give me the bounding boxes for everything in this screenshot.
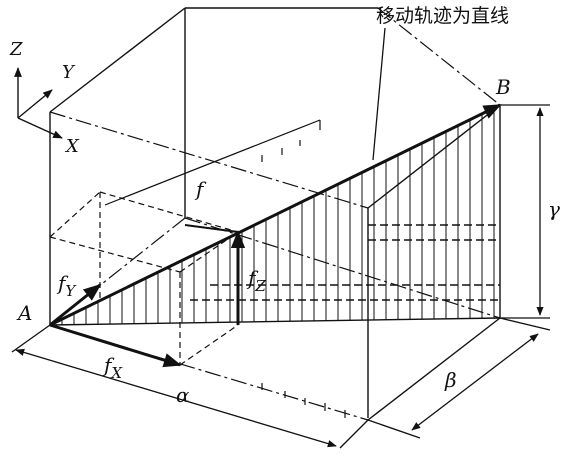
beta-dimension [367, 317, 551, 439]
caption-leader [372, 27, 386, 161]
upper-ruler [104, 119, 321, 206]
fz-label: fZ [246, 266, 266, 295]
y-axis-label: Y [62, 62, 76, 83]
z-axis-label: Z [9, 39, 23, 60]
point-b-label: B [495, 75, 511, 99]
fx-vector-arrow [49, 323, 182, 368]
x-axis-label: X [64, 136, 80, 157]
trajectory [49, 103, 502, 368]
point-a-label: A [16, 301, 32, 325]
fy-vector-arrow [49, 283, 102, 327]
gamma-label: γ [548, 197, 560, 221]
f-label: f [194, 177, 207, 201]
f-vector-tick [184, 224, 239, 233]
fy-label: fY [56, 271, 77, 300]
y-axis-arrow [17, 89, 53, 119]
beta-label: β [444, 368, 457, 392]
gamma-dimension [500, 104, 550, 319]
right-dashed-projections [190, 224, 500, 301]
alpha-label: α [176, 383, 190, 407]
alpha-dimension [11, 324, 369, 449]
axis-triad [14, 67, 63, 139]
caption-text: 移动轨迹为直线 [376, 5, 509, 27]
x-axis-arrow [17, 117, 63, 139]
trajectory-arrow [49, 103, 502, 327]
fx-label: fX [102, 353, 123, 382]
